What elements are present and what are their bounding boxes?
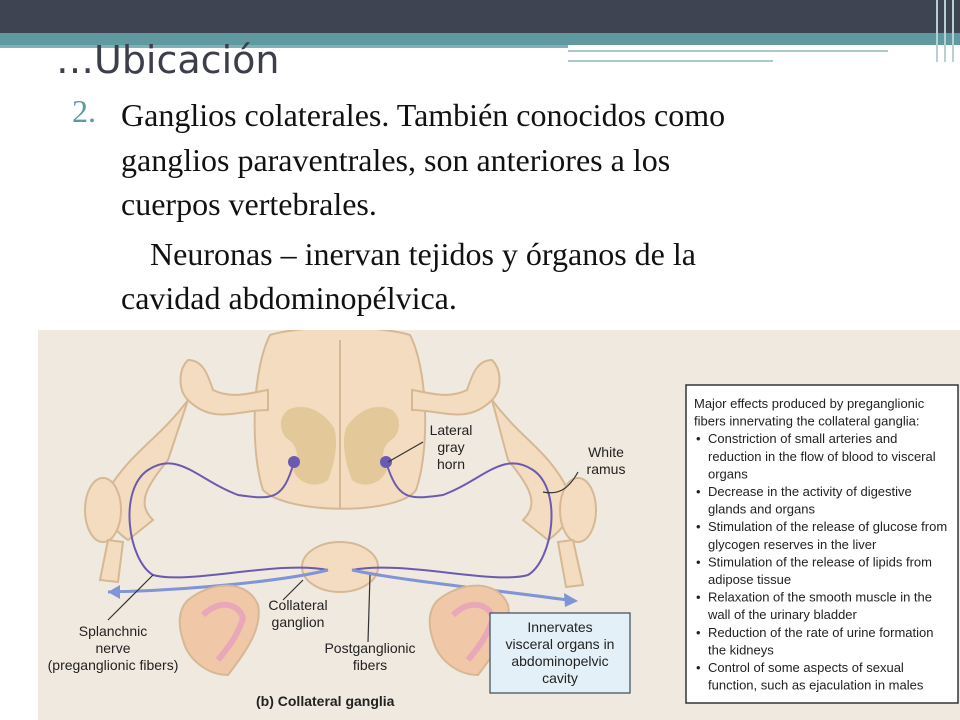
label-postganglionic-2: fibers [353, 657, 387, 673]
effects-item-line: adipose tissue [708, 572, 791, 587]
effects-heading-line: fibers innervating the collateral gangli… [694, 414, 919, 429]
leader-lines [107, 441, 579, 643]
slide-teal-accent [0, 45, 568, 48]
spinal-cord [253, 330, 427, 510]
effects-heading-line: Major effects produced by preganglionic [694, 396, 925, 411]
innervates-box: Innervates visceral organs in abdominope… [489, 612, 631, 694]
visceral-organs [178, 584, 510, 677]
label-splanchnic-2: nerve [95, 640, 130, 656]
body-line-1: Ganglios colaterales. También conocidos … [121, 97, 726, 133]
body-line-3: cuerpos vertebrales. [121, 186, 377, 222]
innervates-line-2: visceral organs in [506, 636, 615, 652]
effects-item-line: function, such as ejaculation in males [708, 678, 924, 693]
label-collateral-ganglion-2: ganglion [272, 614, 325, 630]
bullet-icon: • [696, 484, 701, 499]
bullet-icon: • [696, 554, 701, 569]
effects-item-line: Relaxation of the smooth muscle in the [708, 590, 932, 605]
decor-corner-line [944, 0, 946, 62]
effects-item-line: Stimulation of the release of lipids fro… [708, 554, 932, 569]
decor-corner-line [936, 0, 938, 62]
decor-line [568, 50, 888, 52]
arrow-right-icon [564, 593, 578, 607]
body-line-5: cavidad abdominopélvica. [121, 280, 457, 316]
label-splanchnic-3: (preganglionic fibers) [48, 657, 179, 673]
bullet-icon: • [696, 660, 701, 675]
label-white-ramus-2: ramus [587, 461, 626, 477]
effects-item-line: wall of the urinary bladder [707, 607, 858, 622]
bullet-icon: • [696, 590, 701, 605]
effects-item-line: the kidneys [708, 642, 774, 657]
effects-box: Major effects produced by preganglionic f… [685, 384, 959, 704]
effects-item-line: Stimulation of the release of glucose fr… [708, 519, 947, 534]
label-lateral-gray-horn-3: horn [437, 456, 465, 472]
label-splanchnic-1: Splanchnic [79, 623, 148, 639]
innervates-line-3: abdominopelvic [511, 653, 608, 669]
body-line-4: Neuronas – inervan tejidos y órganos de … [150, 236, 696, 272]
effects-item-line: organs [708, 466, 748, 481]
arrow-left-icon [108, 585, 120, 599]
slide-top-bar [0, 0, 960, 33]
bullet-icon: • [696, 519, 701, 534]
decor-line [568, 60, 773, 62]
label-collateral-ganglion-1: Collateral [268, 597, 327, 613]
effects-item-line: Control of some aspects of sexual [708, 660, 904, 675]
label-lateral-gray-horn-2: gray [437, 439, 464, 455]
collateral-ganglia-figure: Lateral gray horn White ramus Collateral… [38, 330, 960, 720]
slide-teal-band [0, 33, 960, 45]
figure-caption: (b) Collateral ganglia [256, 693, 395, 709]
innervates-line-4: cavity [542, 670, 578, 686]
slide-title: …Ubicación [56, 38, 280, 82]
nerve-fibers [107, 461, 569, 602]
effects-item-line: Reduction of the rate of urine formation [708, 625, 933, 640]
body-line-2: ganglios paraventrales, son anteriores a… [121, 142, 671, 178]
list-number: 2. [72, 93, 96, 129]
label-white-ramus-1: White [588, 444, 624, 460]
effects-item-line: Decrease in the activity of digestive [708, 484, 912, 499]
label-lateral-gray-horn-1: Lateral [430, 422, 473, 438]
innervates-line-1: Innervates [527, 619, 592, 635]
effects-item-line: glands and organs [708, 502, 815, 517]
label-postganglionic-1: Postganglionic [324, 640, 415, 656]
bullet-icon: • [696, 625, 701, 640]
effects-item-line: glycogen reserves in the liver [708, 537, 877, 552]
bullet-icon: • [696, 431, 701, 446]
effects-item-line: Constriction of small arteries and [708, 431, 897, 446]
decor-corner-line [952, 0, 954, 62]
effects-item-line: reduction in the flow of blood to viscer… [708, 449, 936, 464]
